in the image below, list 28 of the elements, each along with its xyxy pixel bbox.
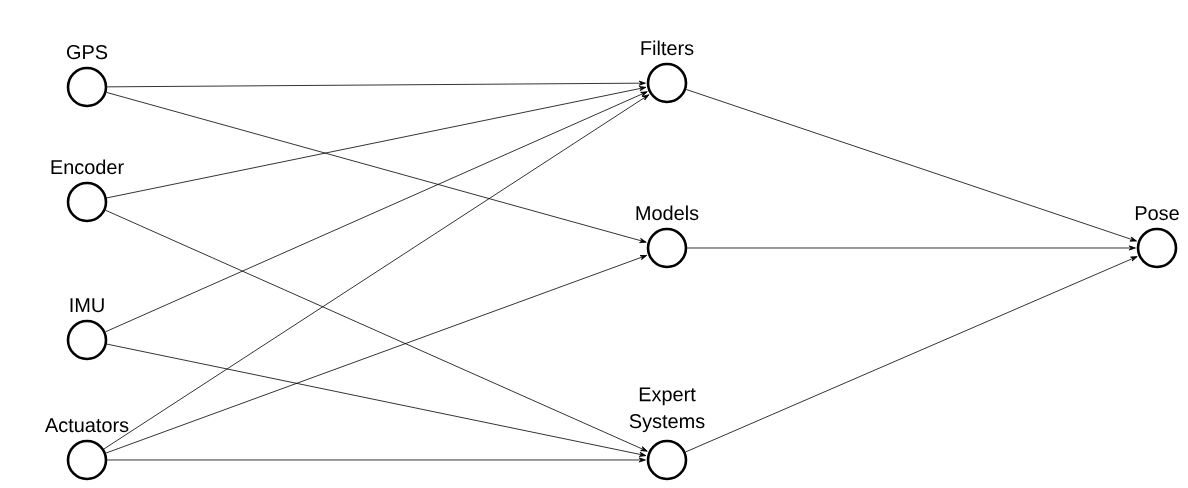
arrow (106, 343, 647, 457)
arrow (103, 94, 650, 450)
circle-node: Pose (1135, 206, 1179, 269)
circle-node: GPS (66, 45, 108, 108)
circle-node: Models (636, 205, 699, 269)
arrow (106, 92, 647, 243)
arrow (106, 86, 647, 199)
node-label: Expert Systems (629, 387, 705, 433)
circle-node: Encoder (51, 159, 124, 223)
node-label: Encoder (51, 159, 124, 175)
node-label: Actuators (44, 418, 129, 433)
node-label: Models (636, 205, 699, 221)
arrow (685, 256, 1138, 453)
arrow (106, 80, 646, 88)
node-label: Filters (641, 40, 694, 56)
arrow (685, 89, 1137, 242)
node-label: GPS (66, 45, 108, 60)
node-label: Pose (1135, 206, 1179, 221)
arrow (105, 91, 648, 333)
arrow (105, 255, 648, 454)
circle-node: Expert Systems (629, 387, 705, 481)
node-label: IMU (70, 298, 104, 313)
circle-node: IMU (66, 298, 108, 361)
circle-node: Actuators (44, 418, 129, 481)
arrow (106, 457, 646, 463)
circle-node: Filters (641, 40, 694, 104)
arrow (105, 209, 648, 452)
arrow (686, 245, 1136, 251)
